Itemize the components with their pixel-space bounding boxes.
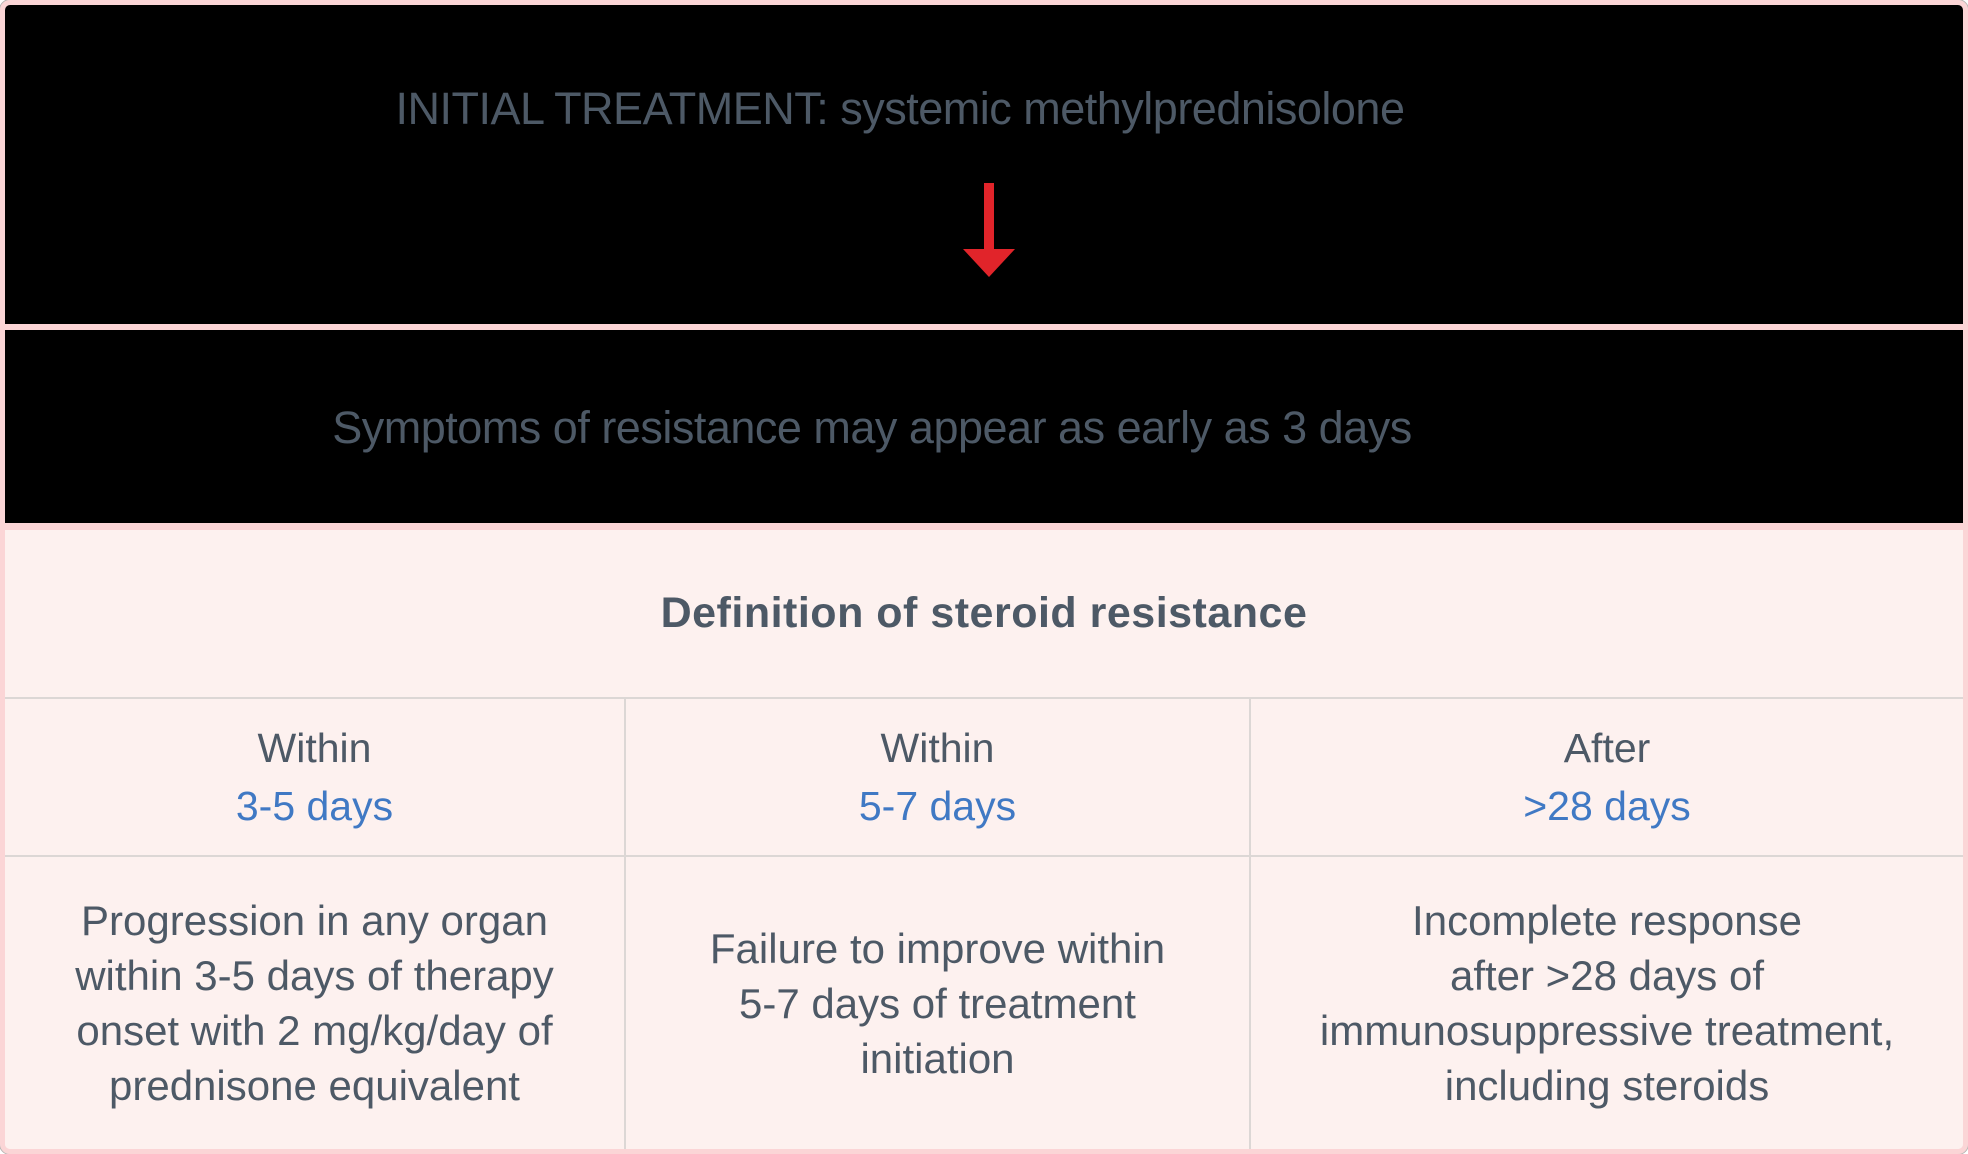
definition-heading-row: Definition of steroid resistance — [5, 530, 1963, 697]
definition-heading: Definition of steroid resistance — [660, 589, 1308, 637]
symptoms-text: Symptoms of resistance may appear as ear… — [332, 402, 1412, 453]
table-header-row: Within 3-5 days Within 5-7 days After >2… — [5, 699, 1963, 857]
down-arrow-icon — [963, 183, 1015, 277]
down-arrow-head — [963, 249, 1015, 277]
section-divider — [5, 523, 1963, 530]
definition-section: Definition of steroid resistance Within … — [5, 530, 1963, 1149]
header-cell-28-days: After >28 days — [1249, 699, 1963, 855]
symptoms-box: Symptoms of resistance may appear as ear… — [5, 330, 1963, 523]
body-cell-progression: Progression in any organ within 3-5 days… — [5, 857, 624, 1149]
timing-value: 3-5 days — [235, 783, 394, 829]
table-body-row: Progression in any organ within 3-5 days… — [5, 857, 1963, 1149]
initial-treatment-box: INITIAL TREATMENT: systemic methylpredni… — [5, 5, 1963, 324]
timing-label: Within — [880, 725, 995, 771]
definition-description: Failure to improve within 5-7 days of tr… — [709, 924, 1166, 1082]
header-cell-3-5-days: Within 3-5 days — [5, 699, 624, 855]
timing-label: After — [1563, 725, 1651, 771]
initial-treatment-title: INITIAL TREATMENT: systemic methylpredni… — [395, 83, 1405, 134]
definition-description: Incomplete response after >28 days of im… — [1319, 897, 1895, 1109]
timing-label: Within — [257, 725, 372, 771]
body-cell-failure-to-improve: Failure to improve within 5-7 days of tr… — [624, 857, 1249, 1149]
down-arrow-shaft — [984, 183, 994, 251]
definition-table: Within 3-5 days Within 5-7 days After >2… — [5, 697, 1963, 1149]
section-divider — [5, 324, 1963, 330]
timing-value: >28 days — [1523, 783, 1691, 829]
timing-value: 5-7 days — [858, 783, 1017, 829]
header-cell-5-7-days: Within 5-7 days — [624, 699, 1249, 855]
definition-description: Progression in any organ within 3-5 days… — [75, 897, 554, 1109]
body-cell-incomplete-response: Incomplete response after >28 days of im… — [1249, 857, 1963, 1149]
